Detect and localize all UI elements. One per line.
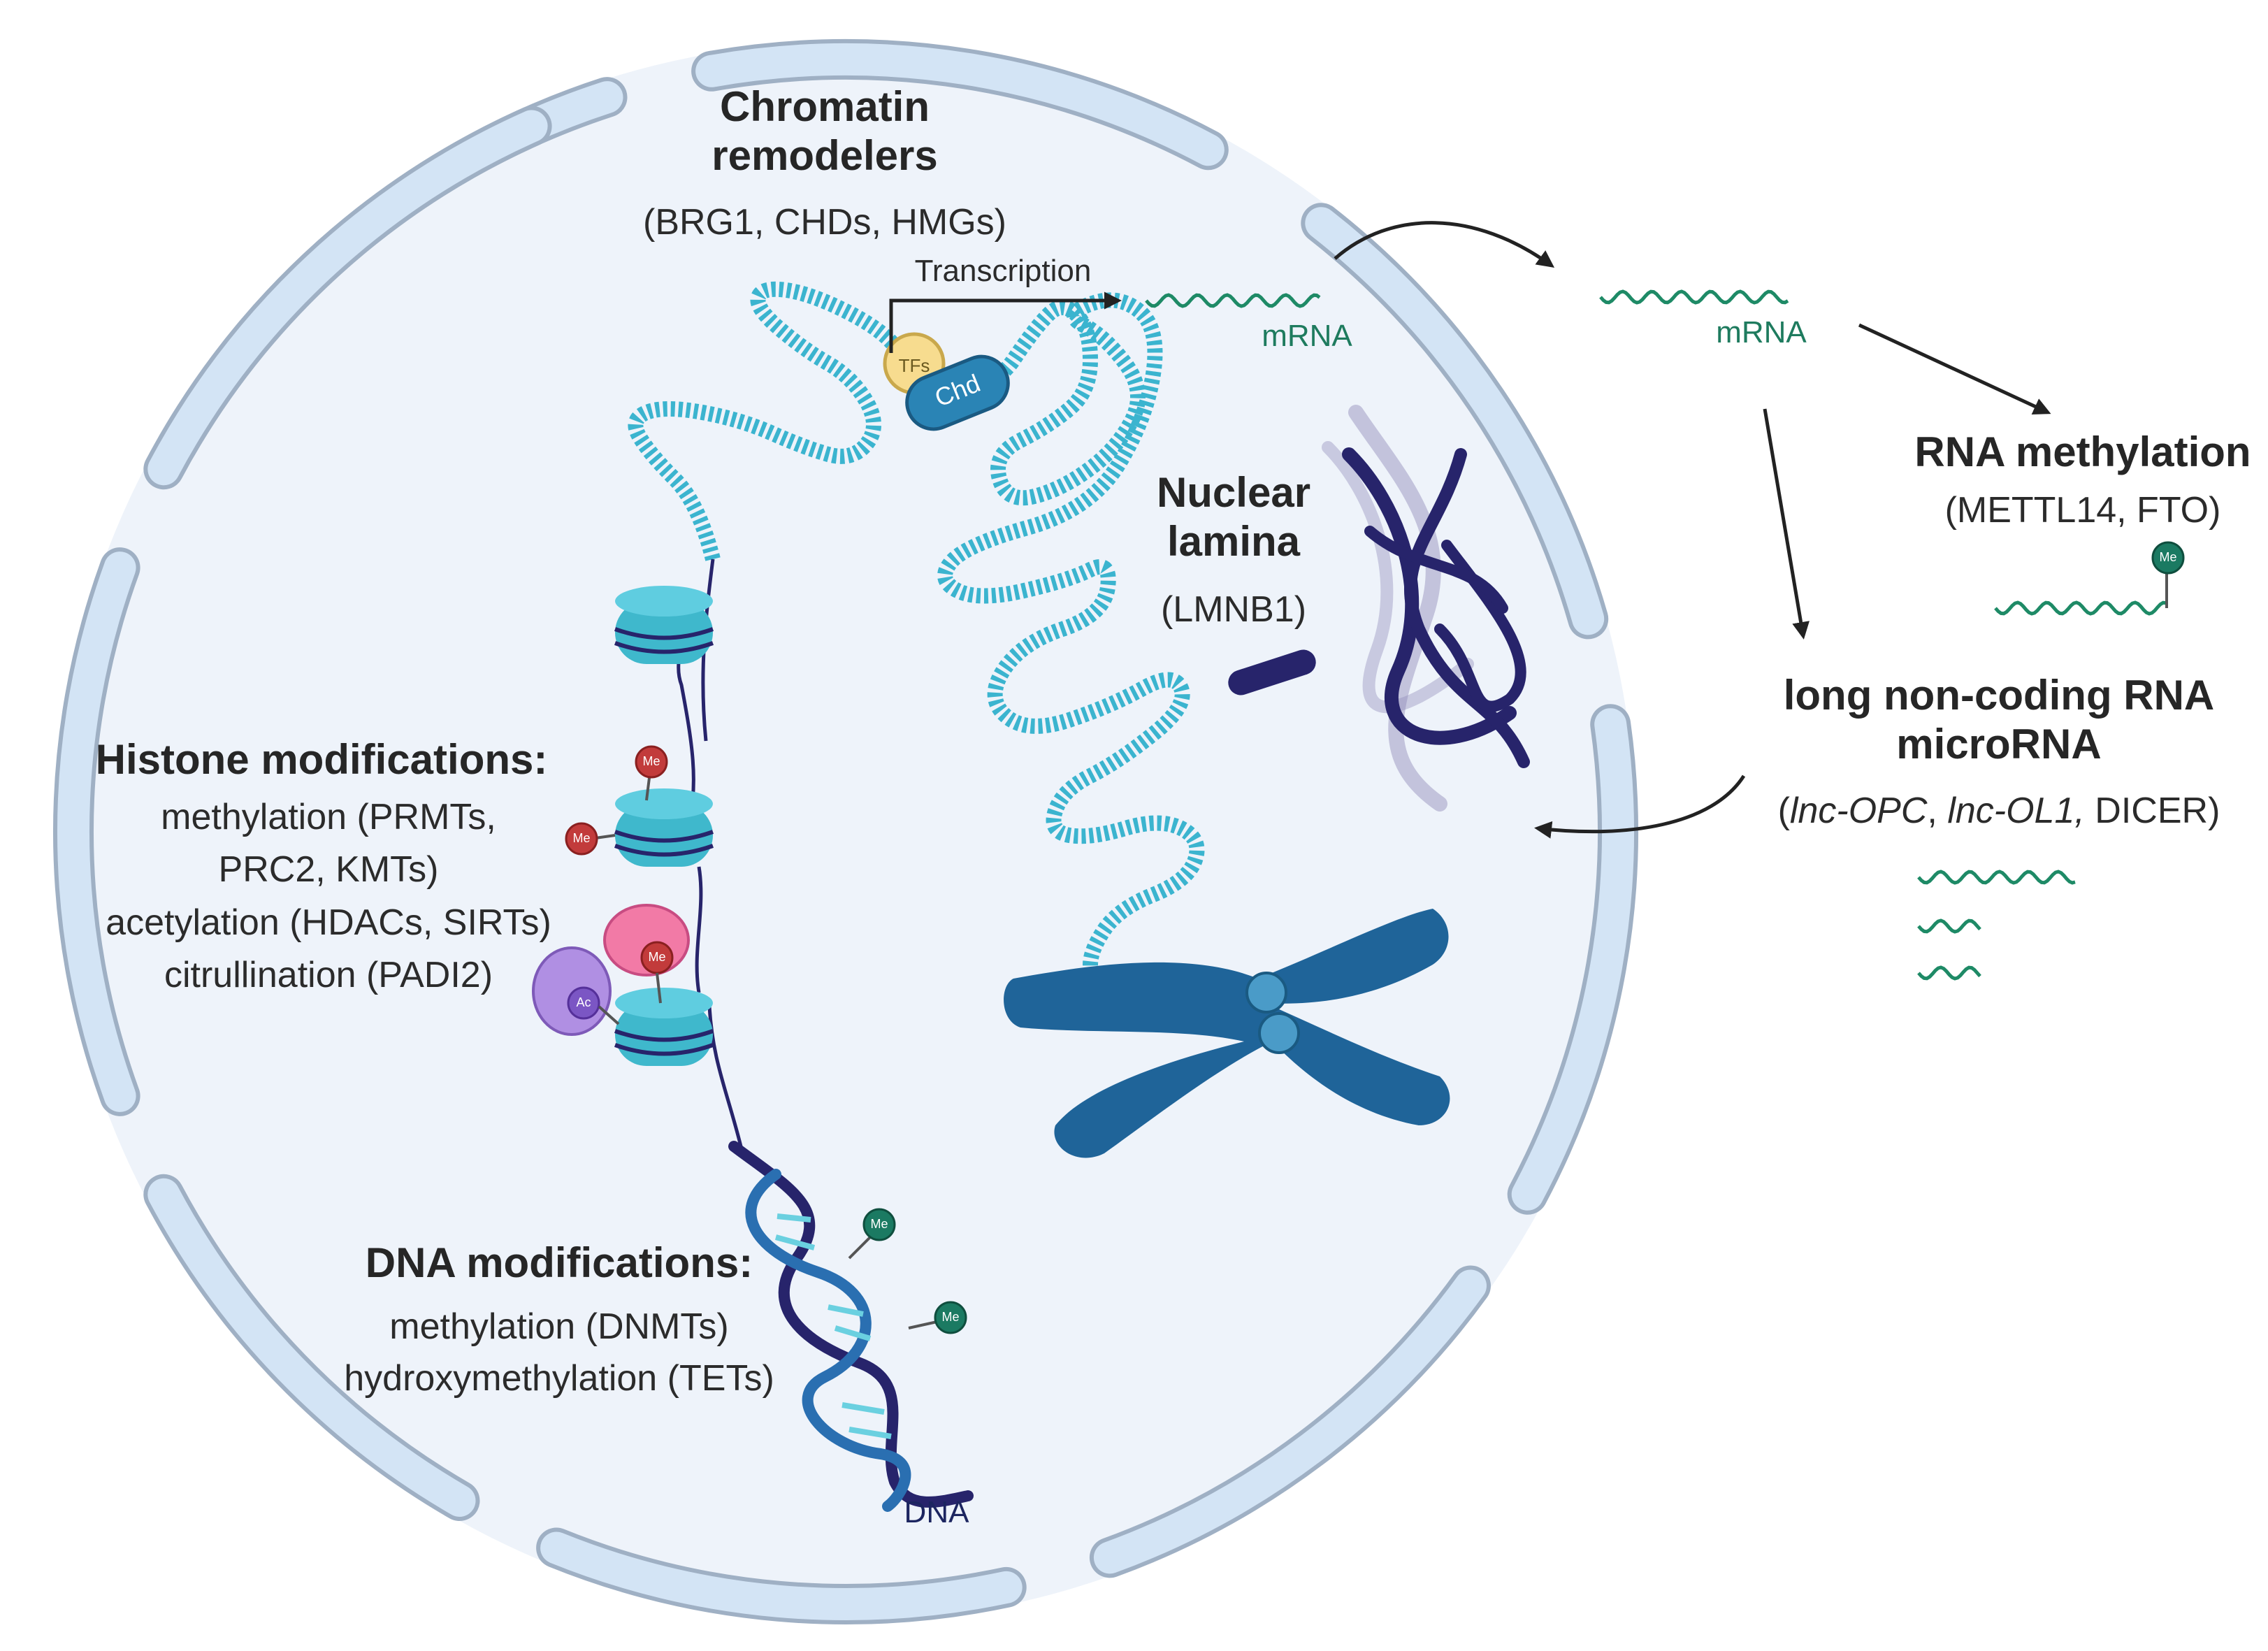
envelope-segment — [540, 1531, 1023, 1620]
histone-ac-text: Ac — [576, 995, 591, 1009]
dna-methyl-mark-2 — [934, 1301, 967, 1334]
nucleosome-3 — [614, 988, 714, 1066]
transcription-label: Transcription — [914, 254, 1092, 288]
rna-me-text: Me — [2159, 550, 2177, 564]
noncoding-rna-title-line1: long non-coding RNA — [1783, 672, 2215, 719]
chromatin-remodelers-title: Chromatin remodelers — [678, 82, 972, 180]
histone-modifications-list: methylation (PRMTs, PRC2, KMTs) acetylat… — [70, 791, 587, 1002]
chromatin-remodelers-title-line1: Chromatin — [720, 83, 930, 130]
chromosome — [1004, 909, 1450, 1158]
histone-me-text-2: Me — [572, 831, 591, 845]
tfs-label: TFs — [898, 355, 930, 376]
histone-modification-line-4: citrullination (PADI2) — [164, 955, 493, 996]
envelope-segment — [1511, 708, 1634, 1211]
nuclear-lamina-filaments — [1322, 405, 1530, 812]
dna-me-text-2: Me — [941, 1310, 960, 1324]
chromatin-remodelers-title-line2: remodelers — [712, 131, 938, 179]
mrna-strand-cytoplasmic — [1599, 289, 1789, 305]
nuclear-lamina-examples: (LMNB1) — [1160, 589, 1307, 630]
dna-modification-line-2: hydroxymethylation (TETs) — [344, 1357, 774, 1399]
envelope-segment — [147, 1178, 476, 1517]
lnc-opc-label: lnc-OPC — [1789, 791, 1928, 831]
noncoding-rna-paren-open: ( — [1777, 791, 1790, 831]
noncoding-rna-strand-3 — [1917, 965, 1981, 981]
rna-methylation-examples: (METTL14, FTO) — [1944, 490, 2221, 531]
dna-modification-line-1: methylation (DNMTs) — [389, 1306, 729, 1347]
mrna-strand-nuclear — [1145, 293, 1321, 308]
envelope-segment — [1305, 207, 1605, 635]
dna-modifications-title: DNA modifications: — [365, 1239, 753, 1286]
envelope-segment — [147, 110, 548, 486]
histone-methyl-mark-2 — [565, 822, 598, 856]
noncoding-rna-examples: (lnc-OPC, lnc-OL1, DICER) — [1747, 790, 2251, 832]
nuclear-lamina-title-line1: Nuclear — [1156, 469, 1311, 516]
noncoding-rna-separator: , — [1927, 791, 1948, 831]
noncoding-rna-rest: DICER) — [2084, 791, 2220, 831]
histone-me-text-3: Me — [648, 950, 666, 964]
arrow-to-rna-methylation — [1858, 323, 2051, 414]
nuclear-lamina-title: Nuclear lamina — [1118, 468, 1349, 565]
histone-acetyl-mark — [567, 986, 600, 1020]
histone-modification-line-1: methylation (PRMTs, — [161, 797, 496, 837]
nuclear-lamina-title-line2: lamina — [1166, 517, 1301, 565]
chromatin-fiber-path — [628, 281, 1205, 979]
transcription-arrow — [889, 291, 1122, 353]
dna-modifications-list: methylation (DNMTs) hydroxymethylation (… — [308, 1302, 811, 1405]
dna-me-text-1: Me — [870, 1217, 888, 1231]
lamina-anchor-protein — [1228, 649, 1316, 695]
lnc-ol1-label: lnc-OL1, — [1947, 791, 2085, 831]
nucleus-interior — [56, 42, 1635, 1622]
histone-modification-line-2: PRC2, KMTs) — [218, 849, 439, 891]
histone-modification-line-3: acetylation (HDACs, SIRTs) — [106, 902, 551, 943]
envelope-segment — [57, 551, 136, 1112]
dna-label: DNA — [904, 1495, 969, 1529]
dna-methyl-mark-1 — [862, 1208, 896, 1241]
noncoding-rna-title-line2: microRNA — [1896, 720, 2102, 767]
mrna-label-nuclear: mRNA — [1262, 319, 1352, 353]
histone-methyl-mark-1 — [635, 745, 668, 779]
noncoding-rna-strand-2 — [1917, 918, 1981, 934]
noncoding-rna-title: long non-coding RNA microRNA — [1747, 671, 2251, 768]
arrow-to-noncoding-rna — [1763, 408, 1810, 640]
envelope-segment — [1093, 1269, 1487, 1574]
dna-double-helix — [728, 1141, 974, 1512]
regulation-return-arrow — [1534, 774, 1746, 839]
chromatin-remodelers-examples: (BRG1, CHDs, HMGs) — [643, 202, 1006, 243]
export-arrow — [1334, 221, 1555, 268]
chromatin-fiber — [628, 281, 1205, 979]
histone-modifications-title: Histone modifications: — [95, 736, 548, 783]
nucleosome-1 — [614, 586, 714, 664]
rna-methylation-title: RNA methylation — [1914, 428, 2251, 475]
mrna-label-cytoplasmic: mRNA — [1716, 315, 1807, 349]
chd-remodeler — [905, 354, 1010, 431]
envelope-segment — [695, 43, 1225, 166]
nucleosome-2 — [614, 788, 714, 867]
rna-methyl-mark — [2151, 541, 2185, 575]
methylated-rna-strand — [1994, 600, 2167, 616]
histone-me-text-1: Me — [642, 754, 660, 768]
noncoding-rna-strand-1 — [1917, 870, 2076, 885]
nuclear-envelope — [52, 38, 1638, 1624]
